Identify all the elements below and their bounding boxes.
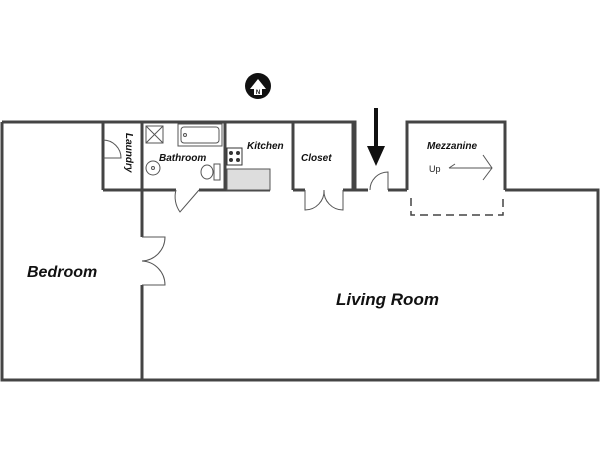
label-stairs-up: Up xyxy=(429,164,441,174)
label-bathroom: Bathroom xyxy=(159,153,206,164)
label-mezzanine: Mezzanine xyxy=(427,141,477,152)
svg-text:N: N xyxy=(256,90,260,96)
entrance-door xyxy=(369,171,389,191)
sink-icon xyxy=(145,160,161,176)
kitchen-counter xyxy=(226,168,271,191)
bathtub-icon xyxy=(177,123,223,147)
label-bedroom: Bedroom xyxy=(27,264,97,281)
closet-doors xyxy=(304,189,344,211)
walls xyxy=(0,120,600,382)
stove-icon xyxy=(226,147,243,166)
bathroom-door xyxy=(174,189,200,213)
bedroom-doors xyxy=(141,236,166,286)
north-compass-icon: N xyxy=(245,73,271,99)
laundry-door xyxy=(102,139,122,159)
mezzanine-edge xyxy=(410,198,504,216)
shower-icon xyxy=(145,125,164,144)
entrance-arrow-icon xyxy=(367,108,385,166)
label-closet: Closet xyxy=(301,153,332,164)
label-living-room: Living Room xyxy=(336,290,439,309)
label-laundry: Laundry xyxy=(123,133,134,173)
stairs-arrow-icon xyxy=(448,154,493,181)
label-kitchen: Kitchen xyxy=(247,141,284,152)
toilet-icon xyxy=(200,163,221,181)
